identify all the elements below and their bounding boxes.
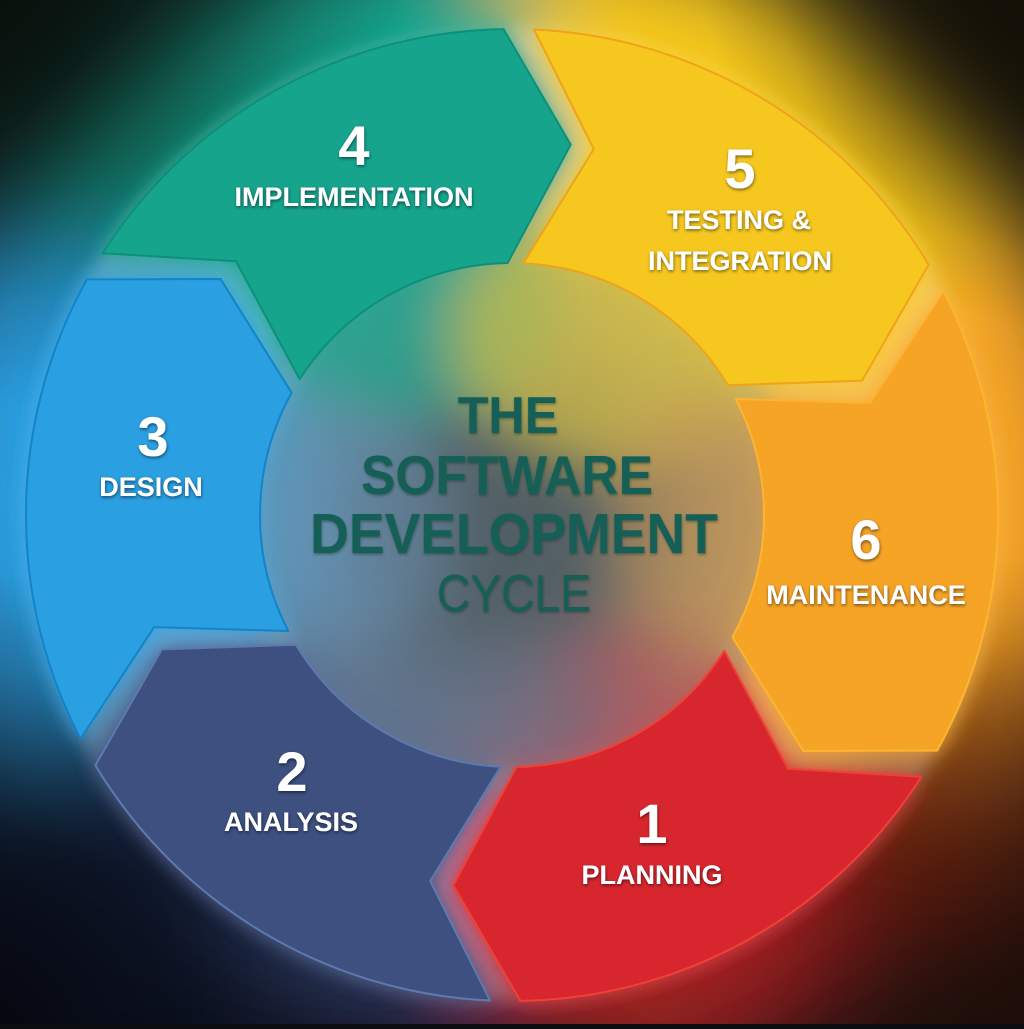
svg-text:INTEGRATION: INTEGRATION	[648, 246, 832, 276]
svg-text:ANALYSIS: ANALYSIS	[224, 807, 358, 837]
svg-text:TESTING &: TESTING &	[667, 205, 811, 235]
svg-text:1: 1	[636, 792, 667, 855]
svg-text:DEVELOPMENT: DEVELOPMENT	[310, 501, 718, 565]
svg-text:4: 4	[338, 114, 369, 177]
svg-text:2: 2	[276, 740, 307, 803]
svg-text:THE: THE	[458, 386, 559, 444]
svg-text:3: 3	[137, 405, 168, 468]
svg-text:5: 5	[724, 137, 755, 200]
svg-text:DESIGN: DESIGN	[99, 472, 203, 502]
svg-text:PLANNING: PLANNING	[582, 860, 723, 890]
svg-text:MAINTENANCE: MAINTENANCE	[766, 580, 966, 610]
svg-text:6: 6	[850, 508, 881, 571]
svg-text:SOFTWARE: SOFTWARE	[361, 445, 653, 506]
svg-text:IMPLEMENTATION: IMPLEMENTATION	[235, 182, 474, 212]
svg-text:CYCLE: CYCLE	[437, 565, 591, 623]
